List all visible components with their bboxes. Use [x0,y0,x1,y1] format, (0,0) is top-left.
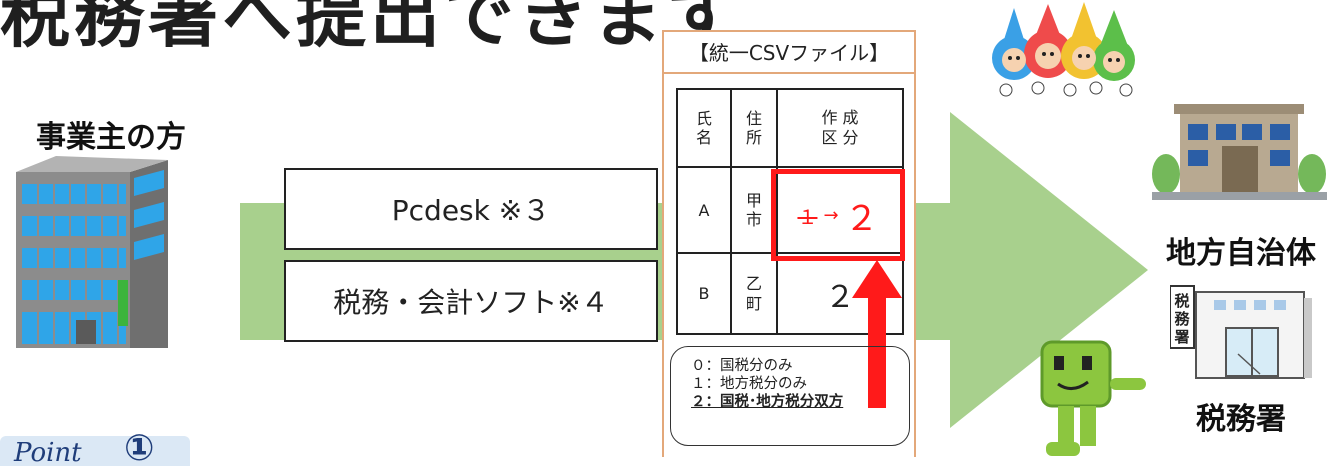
red-up-arrow-icon [852,260,902,408]
tax-office-label: 税務署 [1196,402,1286,437]
csv-table: 氏名 住所 作 成 区 分 A 甲市 B 乙町 ２ [676,88,904,335]
point-badge-number: ① [124,428,155,469]
tax-office-sign-char: 税 [1174,292,1189,310]
green-mascot-icon [1040,340,1146,456]
local-government-building-icon [1152,104,1327,200]
office-building-icon [16,156,168,348]
old-value: １ [797,204,818,229]
tax-accounting-software-label: 税務・会計ソフト※４ [333,286,609,319]
cell-address: 甲市 [730,166,778,254]
point-badge: Point ① [0,428,190,469]
eltax-mascots-icon [992,2,1135,97]
csv-title: 【統一CSVファイル】 [662,30,916,74]
header-name: 氏名 [676,88,732,168]
new-value: ２ [844,198,879,239]
table-row: A 甲市 [676,166,904,254]
tax-accounting-software-box: 税務・会計ソフト※４ [284,260,658,342]
pcdesk-label: Pcdesk ※３ [391,194,551,227]
cell-address: 乙町 [730,252,778,335]
point-badge-text: Point [14,438,82,468]
category-legend: ０：国税分のみ １：地方税分のみ ２：国税･地方税分双方 [670,346,910,446]
tax-office-building-icon: 税 務 署 [1170,285,1312,379]
tax-office-sign-char: 務 [1174,310,1190,328]
change-arrow: → [823,204,839,226]
flow-arrow-icon [930,112,1148,428]
local-government-label: 地方自治体 [1166,236,1316,271]
cell-name: B [676,252,732,335]
page-headline: 税務署へ提出できます [0,0,740,57]
header-category: 作 成 区 分 [776,88,904,168]
legend-item: ０：国税分のみ [691,358,793,374]
tax-office-sign-char: 署 [1173,328,1189,346]
legend-item: ２：国税･地方税分双方 [691,394,844,410]
highlight-frame: １ → ２ [771,169,905,261]
cell-category [776,166,904,254]
business-owner-label: 事業主の方 [36,120,186,155]
header-address: 住所 [730,88,778,168]
pcdesk-box: Pcdesk ※３ [284,168,658,250]
table-row: 氏名 住所 作 成 区 分 [676,88,904,168]
cell-name: A [676,166,732,254]
legend-item: １：地方税分のみ [691,376,807,392]
